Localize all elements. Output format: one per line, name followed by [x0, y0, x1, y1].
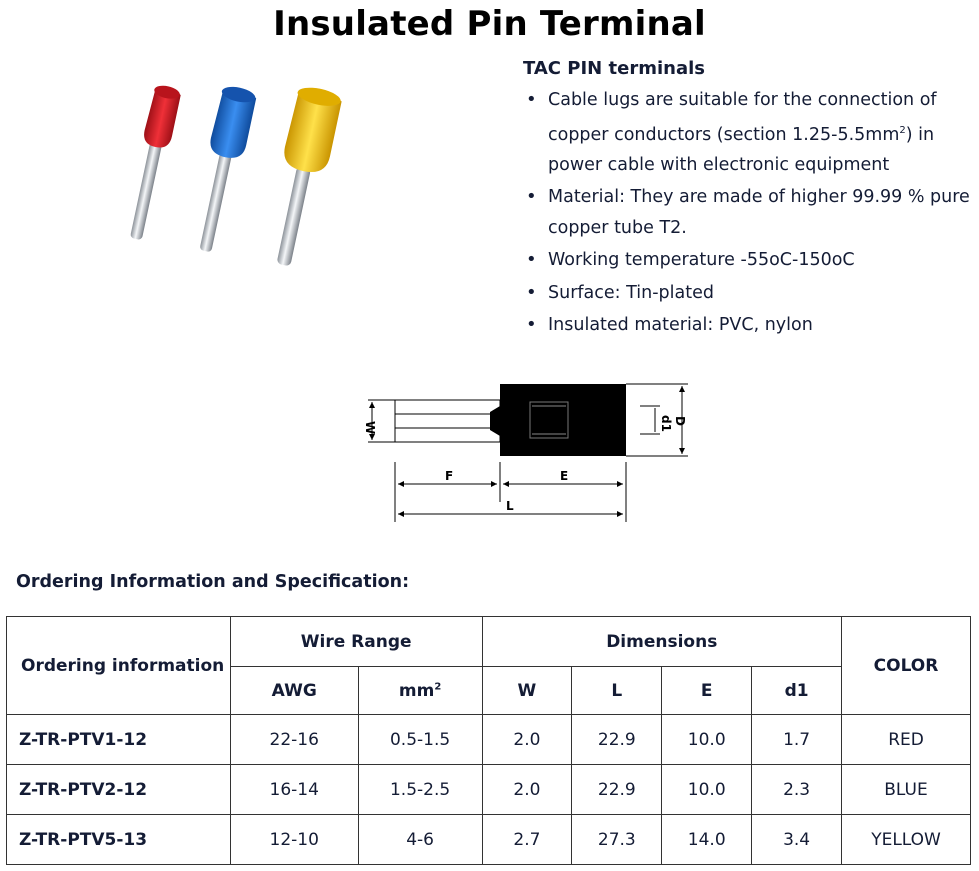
dimension-drawing: W d1 D F E L	[363, 383, 688, 522]
spec-bullet: Working temperature -55oC-150oC	[526, 245, 973, 276]
superscript: 2	[899, 124, 906, 136]
cell-awg: 12-10	[229, 814, 359, 865]
table-row: Z-TR-PTV5-13 12-10 4-6 2.7 27.3 14.0 3.4…	[6, 814, 971, 865]
spec-bullet: Material: They are made of higher 99.99 …	[526, 182, 973, 243]
dim-label-e: E	[560, 469, 568, 483]
header-mm2: mm2	[357, 666, 483, 715]
header-mm-text: mm	[398, 680, 435, 701]
spec-bullet-text: Surface: Tin-plated	[548, 282, 714, 303]
specification-table: Ordering information Wire Range Dimensio…	[6, 616, 971, 865]
cell-w: 2.0	[481, 764, 573, 815]
blue-pin-terminal	[200, 86, 257, 252]
spec-list: Cable lugs are suitable for the connecti…	[523, 85, 973, 341]
cell-l: 22.9	[571, 764, 663, 815]
spec-bullet-text: Material: They are made of higher 99.99 …	[548, 187, 970, 238]
header-color: COLOR	[841, 616, 971, 715]
header-w: W	[481, 666, 573, 715]
cell-mm2: 0.5-1.5	[357, 714, 483, 765]
spec-bullet-text: Insulated material: PVC, nylon	[548, 315, 813, 336]
cell-color: YELLOW	[841, 814, 971, 865]
header-ordering-info: Ordering information	[6, 616, 231, 715]
dim-label-d: D	[673, 416, 687, 426]
cell-l: 27.3	[571, 814, 663, 865]
spec-bullet: Insulated material: PVC, nylon	[526, 310, 973, 341]
header-l: L	[571, 666, 663, 715]
cell-e: 10.0	[661, 714, 753, 765]
dim-label-d1: d1	[659, 415, 673, 432]
spec-section: TAC PIN terminals Cable lugs are suitabl…	[523, 58, 973, 343]
dim-label-l: L	[506, 499, 514, 513]
spec-bullet-text: ) in power cable with electronic equipme…	[548, 124, 935, 175]
spec-bullet: Surface: Tin-plated	[526, 278, 973, 309]
cell-awg: 16-14	[229, 764, 359, 815]
cell-d1: 3.4	[751, 814, 843, 865]
dim-label-f: F	[445, 469, 453, 483]
yellow-pin-terminal	[277, 87, 342, 266]
spec-heading: TAC PIN terminals	[523, 58, 705, 79]
cell-awg: 22-16	[229, 714, 359, 765]
header-wire-range: Wire Range	[229, 616, 483, 667]
dim-label-w: W	[363, 421, 377, 434]
table-row: Z-TR-PTV1-12 22-16 0.5-1.5 2.0 22.9 10.0…	[6, 714, 971, 765]
spec-bullet: Cable lugs are suitable for the connecti…	[526, 85, 973, 180]
table-row: Z-TR-PTV2-12 16-14 1.5-2.5 2.0 22.9 10.0…	[6, 764, 971, 815]
cell-l: 22.9	[571, 714, 663, 765]
cell-e: 10.0	[661, 764, 753, 815]
cell-w: 2.7	[481, 814, 573, 865]
cell-code: Z-TR-PTV5-13	[6, 814, 231, 865]
header-dimensions: Dimensions	[481, 616, 843, 667]
cell-color: BLUE	[841, 764, 971, 815]
spec-bullet-text: Cable lugs are suitable for the connecti…	[548, 90, 937, 145]
cell-d1: 2.3	[751, 764, 843, 815]
header-e: E	[661, 666, 753, 715]
cell-e: 14.0	[661, 814, 753, 865]
cell-w: 2.0	[481, 714, 573, 765]
header-d1: d1	[751, 666, 843, 715]
cell-code: Z-TR-PTV1-12	[6, 714, 231, 765]
superscript: 2	[434, 680, 442, 692]
ordering-heading: Ordering Information and Specification:	[16, 572, 410, 592]
cell-mm2: 4-6	[357, 814, 483, 865]
cell-mm2: 1.5-2.5	[357, 764, 483, 815]
cell-code: Z-TR-PTV2-12	[6, 764, 231, 815]
cell-color: RED	[841, 714, 971, 765]
product-photo	[130, 85, 342, 266]
header-awg: AWG	[229, 666, 359, 715]
spec-bullet-text: Working temperature -55oC-150oC	[548, 250, 855, 271]
red-pin-terminal	[130, 85, 181, 240]
cell-d1: 1.7	[751, 714, 843, 765]
page-title: Insulated Pin Terminal	[273, 4, 706, 44]
